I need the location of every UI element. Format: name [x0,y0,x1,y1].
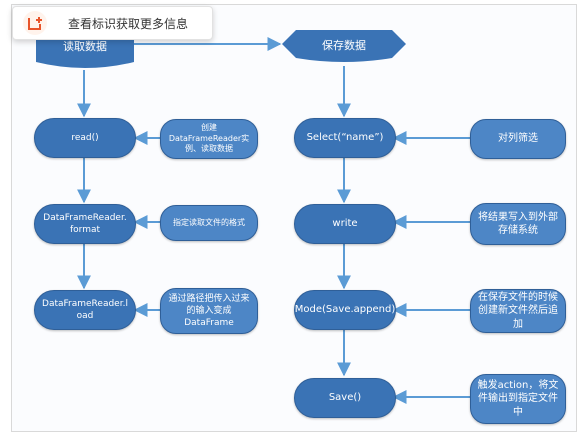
node-mode-label: Mode(Save.append) [294,304,396,316]
node-load-label: DataFrameReader.load [42,298,128,321]
node-format: DataFrameReader.format [34,204,136,244]
note-read-text: 创建DataFrameReader实例、读取数据 [168,122,250,154]
node-save-label: Save() [328,392,362,404]
sink-label: 保存数据 [322,39,366,52]
node-select: Select(“name”) [294,118,396,158]
source-label: 读取数据 [63,40,107,53]
node-write: write [294,204,396,244]
node-read-label: read() [71,132,99,143]
note-write: 将结果写入到外部存储系统 [470,203,566,245]
node-read: read() [34,118,136,158]
info-tooltip[interactable]: 查看标识获取更多信息 [12,6,213,40]
note-format: 指定读取文件的格式 [160,205,258,241]
tag-plus-icon-glyph [28,17,42,30]
note-load: 通过路径把传入过来的输入变成DataFrame [160,288,258,334]
note-format-text: 指定读取文件的格式 [173,217,245,227]
node-select-label: Select(“name”) [306,132,384,144]
tooltip-text: 查看标识获取更多信息 [68,16,189,31]
note-select-text: 对列筛选 [498,133,538,145]
note-save-text: 触发action，将文件输出到指定文件中 [477,379,559,418]
note-mode-text: 在保存文件的时候创建新文件然后追加 [478,291,558,330]
node-format-label: DataFrameReader.format [43,212,127,235]
note-select: 对列筛选 [470,119,566,159]
node-write-label: write [332,218,358,230]
sink-cylinder [282,30,406,62]
note-mode: 在保存文件的时候创建新文件然后追加 [470,289,566,333]
note-load-text: 通过路径把传入过来的输入变成DataFrame [168,293,250,329]
node-mode: Mode(Save.append) [294,290,396,330]
node-load: DataFrameReader.load [34,290,136,330]
note-read: 创建DataFrameReader实例、读取数据 [160,119,258,159]
note-save: 触发action，将文件输出到指定文件中 [470,374,566,424]
node-save: Save() [294,378,396,418]
tag-plus-icon[interactable] [23,11,47,35]
note-write-text: 将结果写入到外部存储系统 [478,211,558,237]
